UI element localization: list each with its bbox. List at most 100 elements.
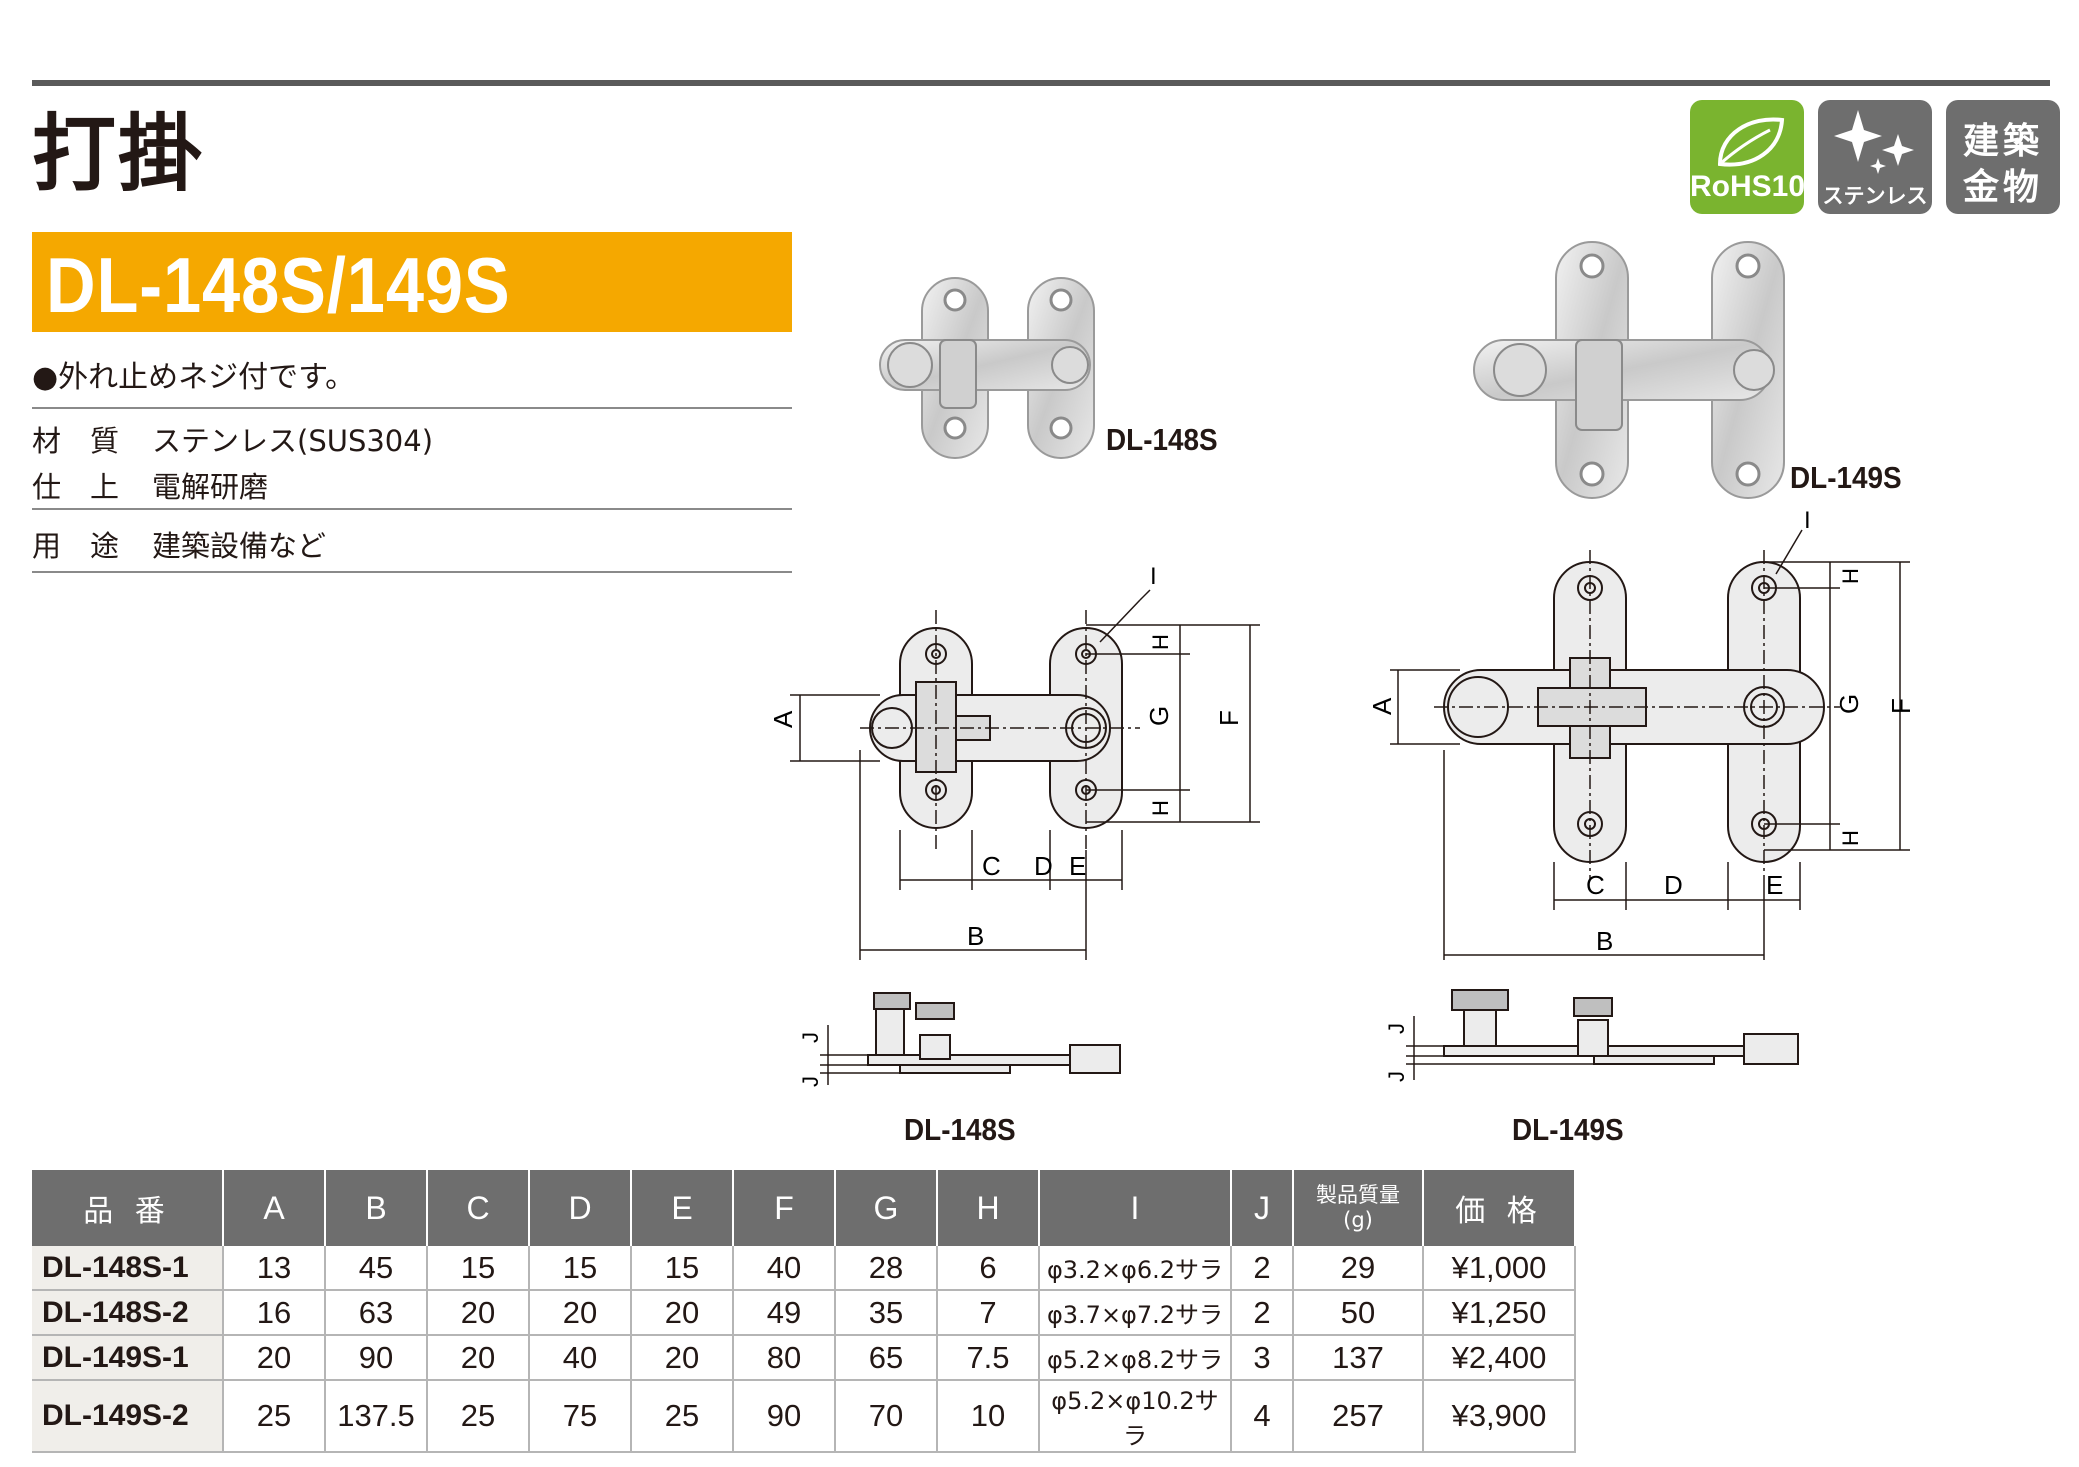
col-header-b: B [325,1170,428,1246]
cell-e: 25 [631,1380,734,1453]
cell-c: 20 [427,1290,530,1336]
page-title: 打掛 [32,105,205,203]
dim-h-bottom-149: H [1838,830,1863,846]
cell-h: 7.5 [937,1335,1040,1381]
cell-mass: 50 [1293,1290,1424,1336]
spec-value: 電解研磨 [152,470,269,504]
cell-h: 6 [937,1246,1040,1291]
cell-f: 80 [733,1335,836,1381]
col-header-j: J [1231,1170,1294,1246]
cell-d: 40 [529,1335,632,1381]
col-header-h: H [937,1170,1040,1246]
dim-f-148: F [1214,710,1244,726]
cell-part: DL-149S-1 [32,1335,224,1381]
model-banner: DL-148S/149S [32,232,792,332]
dim-h-bottom-148: H [1148,800,1173,816]
cell-g: 65 [835,1335,938,1381]
cell-i: φ5.2×φ8.2サラ [1039,1335,1232,1381]
stainless-label: ステンレス [1822,184,1928,208]
cell-d: 75 [529,1380,632,1453]
cell-j: 4 [1231,1380,1294,1453]
cell-part: DL-149S-2 [32,1380,224,1453]
cell-g: 70 [835,1380,938,1453]
drawing-side-dl-149s: J J [1384,989,1799,1082]
drawing-top-dl-148s: A C D E B G F H H I [768,563,1260,960]
cell-price: ¥1,000 [1423,1246,1576,1291]
cell-mass: 29 [1293,1246,1424,1291]
col-header-mass: 製品質量(g) [1293,1170,1424,1246]
leaf-icon [1717,117,1785,167]
rohs-badge: RoHS10 [1690,100,1805,214]
dim-f-149: F [1886,698,1916,714]
cell-e: 15 [631,1246,734,1291]
cell-e: 20 [631,1335,734,1381]
sparkle-icon [1834,110,1914,174]
cell-price: ¥1,250 [1423,1290,1576,1336]
spec-finish: 仕 上電解研磨 [32,464,268,506]
dim-d-149: D [1664,870,1683,900]
cell-b: 63 [325,1290,428,1336]
dim-a-149: A [1367,697,1397,715]
cell-a: 16 [223,1290,326,1336]
drawing-label-148s: DL-148S [904,1112,1016,1147]
spec-label: 用 途 [32,529,120,563]
spec-usage: 用 途建築設備など [32,523,326,565]
spec-divider-bottom [32,571,792,573]
cell-b: 90 [325,1335,428,1381]
col-header-d: D [529,1170,632,1246]
spec-label: 仕 上 [32,470,120,504]
col-header-mass-2: (g) [1343,1208,1373,1232]
cell-j: 3 [1231,1335,1294,1381]
dim-j-bottom-148: J [798,1076,823,1087]
cell-mass: 137 [1293,1335,1424,1381]
dim-g-149: G [1834,694,1864,714]
cell-h: 7 [937,1290,1040,1336]
cell-price: ¥3,900 [1423,1380,1576,1453]
spec-table: 品 番 A B C D E F G H I J 製品質量(g) 価 格 DL-1… [32,1170,1576,1453]
dim-i-148: I [1150,563,1157,590]
drawing-top-dl-149s: A C D E B G F H H I [1367,510,1916,960]
stainless-badge: ステンレス [1818,100,1932,214]
col-header-a: A [223,1170,326,1246]
dim-g-148: G [1144,706,1174,726]
cell-b: 137.5 [325,1380,428,1453]
col-header-i: I [1039,1170,1232,1246]
cell-h: 10 [937,1380,1040,1453]
spec-value: 建築設備など [152,529,327,563]
spec-label: 材 質 [32,424,120,458]
spec-value: ステンレス(SUS304) [152,424,434,458]
table-header-row: 品 番 A B C D E F G H I J 製品質量(g) 価 格 [32,1170,1576,1246]
table-row: DL-149S-1 20 90 20 40 20 80 65 7.5 φ5.2×… [32,1335,1576,1381]
dim-e-149: E [1766,870,1783,900]
dim-e-148: E [1069,851,1086,881]
cell-i: φ3.7×φ7.2サラ [1039,1290,1232,1336]
cell-f: 90 [733,1380,836,1453]
table-row: DL-148S-2 16 63 20 20 20 49 35 7 φ3.7×φ7… [32,1290,1576,1336]
dim-j-bottom-149: J [1384,1071,1409,1082]
building-label-2: 金物 [1962,167,2043,208]
model-number: DL-148S/149S [46,241,511,329]
top-divider [32,80,2050,86]
dim-c-148: C [982,851,1001,881]
cell-a: 25 [223,1380,326,1453]
drawing-side-dl-148s: J J [798,992,1121,1087]
col-header-price: 価 格 [1423,1170,1576,1246]
cell-d: 15 [529,1246,632,1291]
cell-part: DL-148S-1 [32,1246,224,1291]
drawing-label-149s: DL-149S [1512,1112,1624,1147]
col-header-part: 品 番 [32,1170,224,1246]
spec-material: 材 質ステンレス(SUS304) [32,418,433,460]
building-hardware-badge: 建築 金物 [1946,100,2060,214]
photo-label-148s: DL-148S [1106,422,1218,457]
cell-a: 13 [223,1246,326,1291]
cell-j: 2 [1231,1290,1294,1336]
cell-f: 40 [733,1246,836,1291]
dim-i-149: I [1804,510,1811,534]
photo-dl-148s [879,277,1095,459]
cell-g: 28 [835,1246,938,1291]
table-row: DL-148S-1 13 45 15 15 15 40 28 6 φ3.2×φ6… [32,1246,1576,1291]
col-header-e: E [631,1170,734,1246]
feature-note: ●外れ止めネジ付です。 [32,360,356,395]
dim-d-148: D [1034,851,1053,881]
building-label-1: 建築 [1962,121,2043,162]
